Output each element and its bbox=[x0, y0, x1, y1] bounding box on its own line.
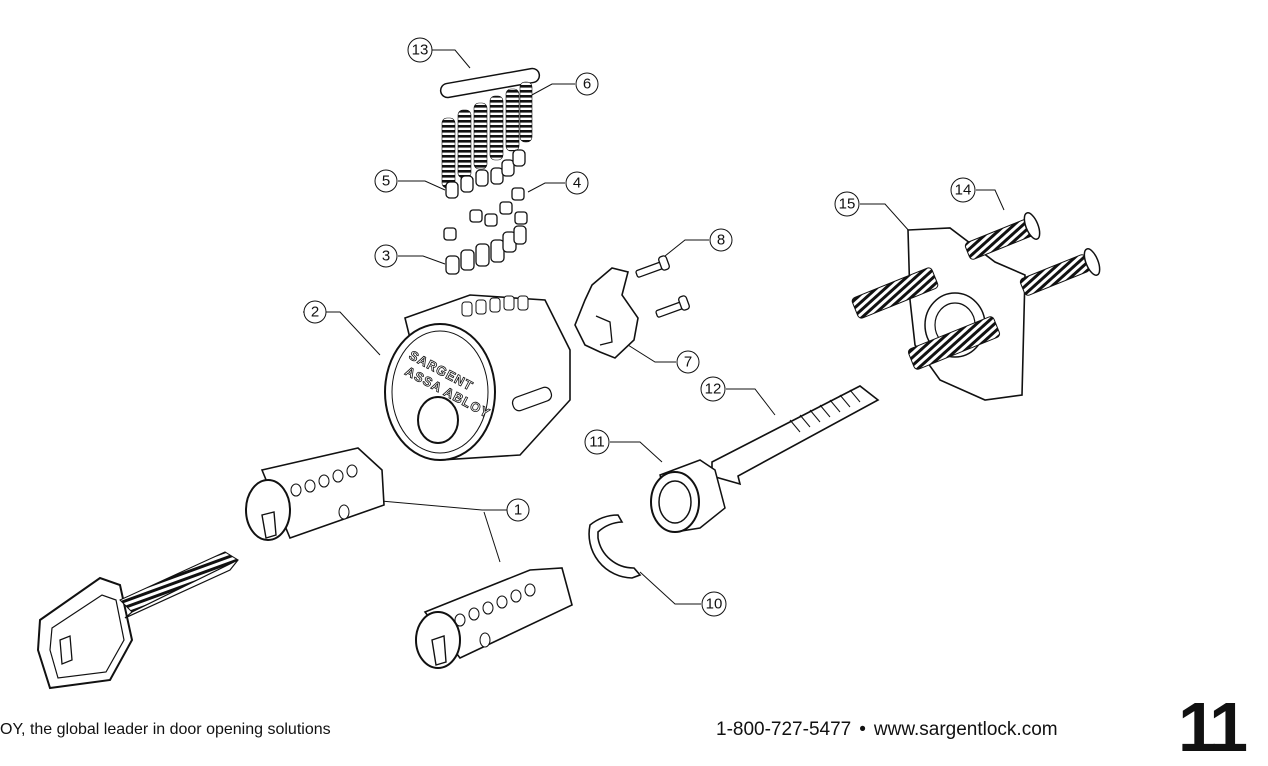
part-7-cam bbox=[574, 267, 639, 359]
svg-text:6: 6 bbox=[583, 76, 591, 93]
footer-separator: • bbox=[859, 719, 866, 740]
part-4-master-pins bbox=[443, 187, 528, 241]
callout-10: 10 bbox=[701, 591, 727, 617]
callout-1: 1 bbox=[506, 498, 530, 522]
callout-5: 5 bbox=[374, 169, 398, 193]
part-6-springs bbox=[441, 81, 533, 189]
phone-number: 1-800-727-5477 bbox=[716, 719, 852, 740]
callout-13: 13 bbox=[407, 37, 433, 63]
svg-text:12: 12 bbox=[705, 381, 722, 398]
callout-4: 4 bbox=[565, 171, 589, 195]
svg-text:10: 10 bbox=[706, 596, 723, 613]
svg-text:13: 13 bbox=[412, 42, 429, 59]
callout-3: 3 bbox=[374, 244, 398, 268]
part-12-tailpiece bbox=[711, 385, 880, 486]
page-number: 11 bbox=[1178, 688, 1248, 766]
callout-2: 2 bbox=[303, 300, 327, 324]
svg-text:1: 1 bbox=[514, 502, 522, 519]
callout-11: 11 bbox=[584, 429, 610, 455]
part-14-mounting-screws bbox=[851, 212, 1101, 370]
svg-text:15: 15 bbox=[839, 196, 856, 213]
callout-14: 14 bbox=[950, 177, 976, 203]
part-3-bottom-pins bbox=[445, 225, 527, 275]
part-10-retaining-clip bbox=[588, 514, 642, 579]
callout-8: 8 bbox=[709, 228, 733, 252]
svg-text:11: 11 bbox=[589, 434, 605, 451]
part-15-mounting-plate bbox=[907, 227, 1026, 401]
part-5-driver-pins bbox=[445, 149, 526, 199]
callout-15: 15 bbox=[834, 191, 860, 217]
svg-text:4: 4 bbox=[573, 175, 581, 192]
footer-contact: 1-800-727-5477 • www.sargentlock.com bbox=[716, 719, 1058, 741]
svg-text:7: 7 bbox=[684, 354, 692, 371]
key bbox=[36, 551, 240, 690]
svg-text:5: 5 bbox=[382, 173, 390, 190]
part-2-cylinder-housing: SARGENT ASSA ABLOY bbox=[384, 294, 571, 461]
callout-7: 7 bbox=[676, 350, 700, 374]
part-1-core-lower bbox=[415, 567, 573, 669]
website-link[interactable]: www.sargentlock.com bbox=[873, 719, 1058, 740]
footer-tagline: OY, the global leader in door opening so… bbox=[0, 721, 331, 738]
svg-text:14: 14 bbox=[955, 182, 972, 199]
part-11-collar bbox=[650, 459, 726, 533]
svg-text:8: 8 bbox=[717, 232, 725, 249]
callout-12: 12 bbox=[700, 376, 726, 402]
part-13-spring-cover bbox=[439, 67, 541, 99]
callout-6: 6 bbox=[575, 72, 599, 96]
part-1-core-upper bbox=[245, 447, 385, 541]
part-8-screws bbox=[635, 255, 690, 318]
svg-text:2: 2 bbox=[311, 304, 319, 321]
svg-text:3: 3 bbox=[382, 248, 390, 265]
